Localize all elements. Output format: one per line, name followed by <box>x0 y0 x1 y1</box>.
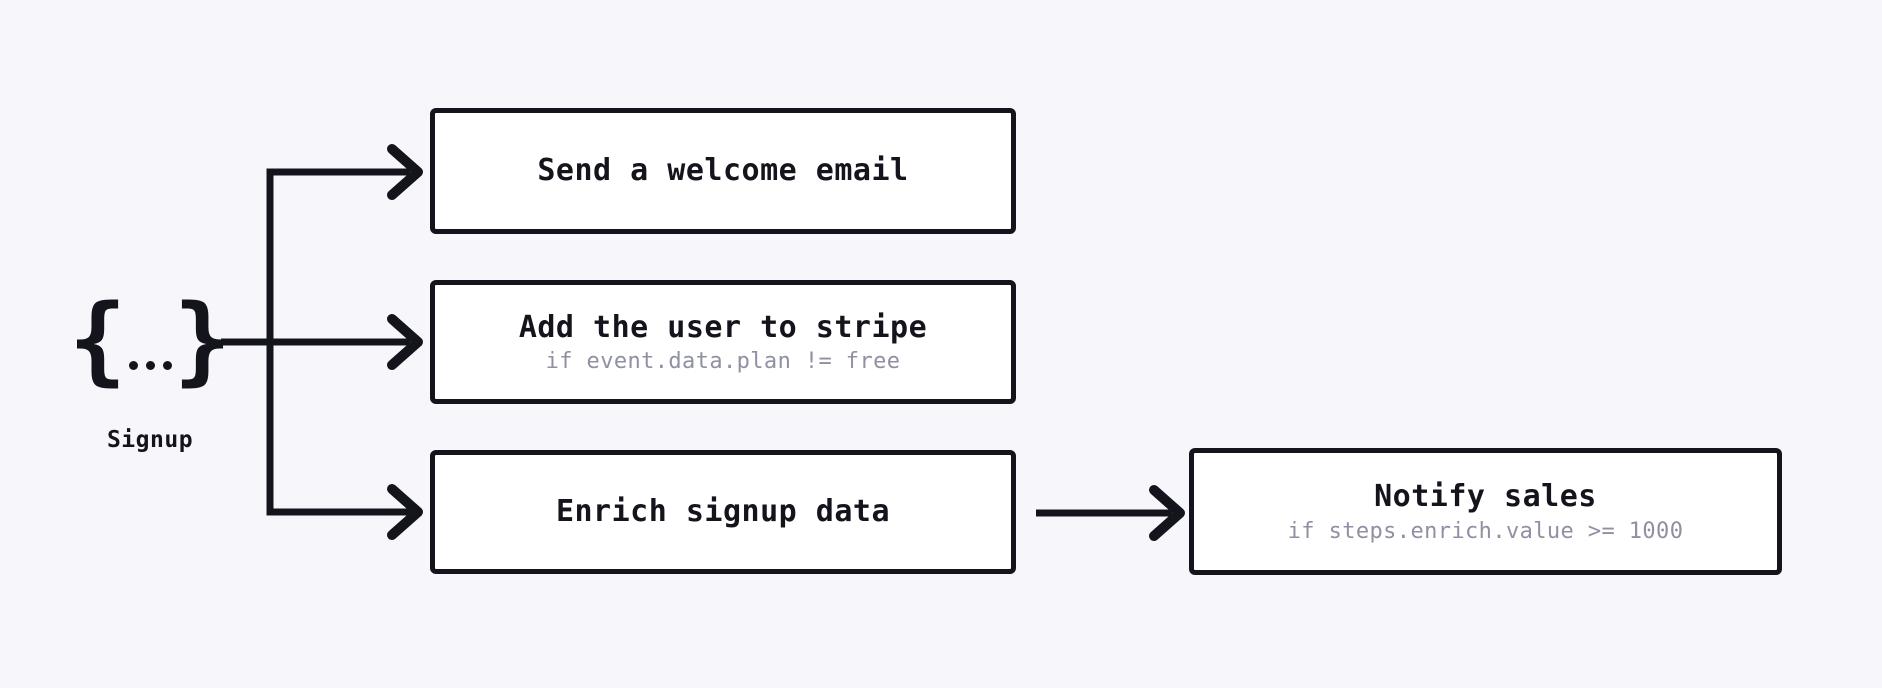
step-title: Notify sales <box>1374 479 1597 515</box>
step-title: Add the user to stripe <box>518 309 928 345</box>
arrowhead-step4-icon <box>1149 485 1185 541</box>
step-title: Send a welcome email <box>537 153 909 189</box>
step-send-welcome-email: Send a welcome email <box>430 108 1016 234</box>
arrowhead-step2-icon <box>387 314 423 370</box>
ellipsis-dots-icon <box>127 360 174 370</box>
step-add-user-to-stripe: Add the user to stripe if event.data.pla… <box>430 280 1016 404</box>
dot <box>145 360 155 370</box>
arrowhead-step1-icon <box>387 144 423 200</box>
dot <box>128 360 138 370</box>
step-condition: if event.data.plan != free <box>545 349 901 375</box>
arrowhead-step3-icon <box>387 484 423 540</box>
close-brace-glyph: } <box>173 284 232 396</box>
dot <box>162 360 172 370</box>
event-payload-icon: { } <box>69 288 232 392</box>
step-notify-sales: Notify sales if steps.enrich.value >= 10… <box>1189 448 1782 575</box>
step-condition: if steps.enrich.value >= 1000 <box>1287 518 1684 544</box>
event-label: Signup <box>106 427 194 453</box>
step-enrich-signup-data: Enrich signup data <box>430 450 1016 574</box>
open-brace-glyph: { <box>68 284 127 396</box>
step-title: Enrich signup data <box>555 494 891 530</box>
